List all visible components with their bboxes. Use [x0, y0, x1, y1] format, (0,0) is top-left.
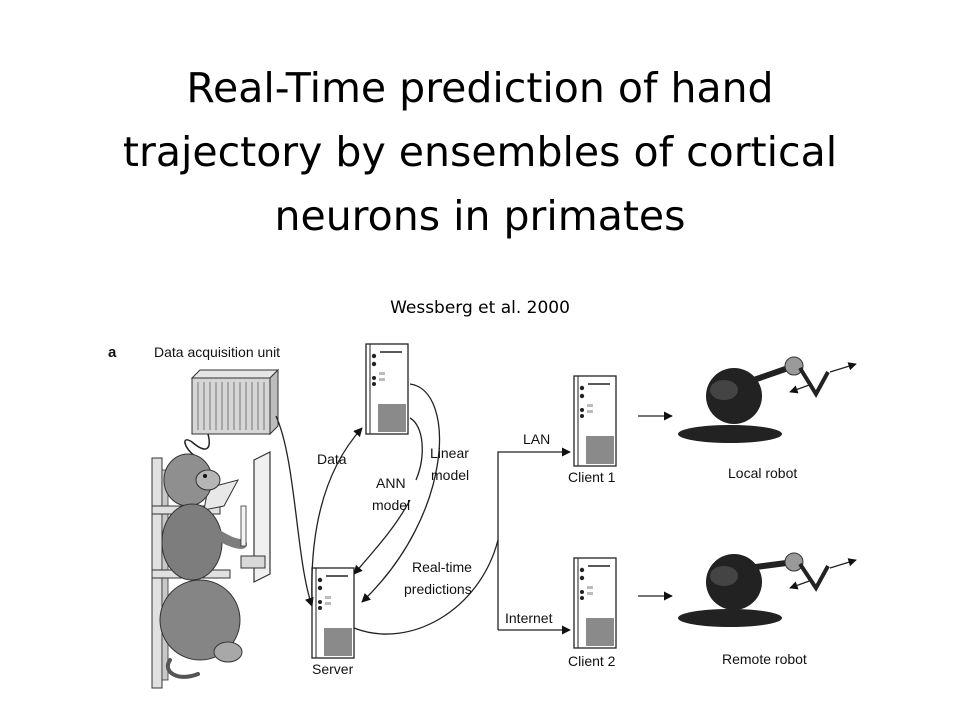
label-linear-model: model — [431, 467, 469, 483]
label-data-acquisition: Data acquisition unit — [154, 344, 280, 360]
arrow-linear-model — [361, 383, 441, 603]
label-lan: LAN — [523, 431, 550, 447]
server-top-computer — [365, 343, 409, 435]
network-bracket — [497, 447, 571, 630]
client-2-computer — [573, 557, 617, 649]
label-local-robot: Local robot — [728, 465, 797, 481]
arrow-top-to-linear — [409, 417, 423, 481]
client-1-computer — [573, 375, 617, 467]
label-internet: Internet — [505, 610, 553, 626]
title-line-3: neurons in primates — [274, 192, 686, 240]
label-linear: Linear — [430, 445, 469, 461]
server-computer — [311, 567, 355, 659]
label-server: Server — [312, 661, 354, 677]
label-client-2: Client 2 — [568, 653, 616, 669]
data-acquisition-unit — [190, 368, 280, 436]
arrow-realtime-predictions — [353, 539, 499, 635]
label-data: Data — [317, 451, 347, 467]
label-remote-robot: Remote robot — [722, 651, 807, 667]
local-robot — [678, 356, 857, 443]
title-line-1: Real-Time prediction of hand — [186, 64, 774, 112]
arrow-ann-model — [353, 499, 411, 575]
label-predictions: predictions — [404, 581, 472, 597]
label-ann: ANN — [376, 475, 406, 491]
remote-robot — [678, 552, 857, 627]
headstage-cable — [184, 433, 210, 459]
bmi-diagram: a Data acquisition unit — [108, 343, 857, 689]
panel-letter: a — [108, 344, 117, 361]
label-realtime: Real-time — [412, 559, 472, 575]
title-line-2: trajectory by ensembles of cortical — [122, 128, 838, 176]
arrow-monkey-to-server — [275, 415, 314, 607]
arrow-data — [311, 427, 363, 601]
slide-title: Real-Time prediction of hand trajectory … — [0, 56, 960, 248]
label-client-1: Client 1 — [568, 469, 616, 485]
monkey-in-chair — [151, 451, 271, 689]
citation: Wessberg et al. 2000 — [390, 298, 570, 318]
label-ann-model: model — [372, 497, 410, 513]
